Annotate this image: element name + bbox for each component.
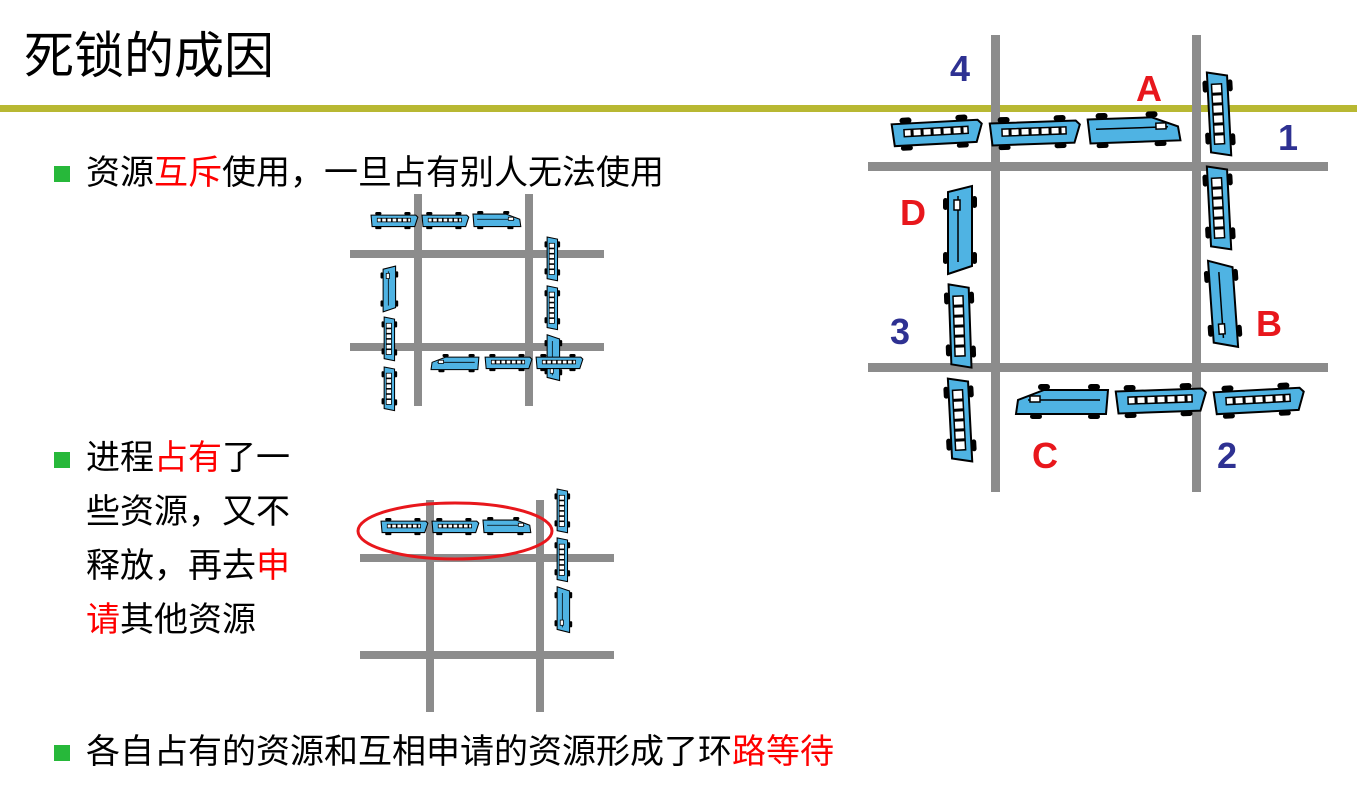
bullet-2-line-4: 请其他资源 xyxy=(86,593,346,647)
intersection-label-4: 4 xyxy=(950,48,970,89)
bullet-1-seg-1: 资源 xyxy=(86,153,154,193)
text-span: 进程 xyxy=(86,438,154,478)
bullet-2-line-2: 些资源，又不 xyxy=(86,485,346,539)
text-span: 请 xyxy=(86,600,120,640)
bullet-2-line-3: 释放，再去申 xyxy=(86,539,346,593)
bullet-marker xyxy=(54,166,70,182)
intersection-label-3: 3 xyxy=(890,311,910,352)
mutex-diagram xyxy=(350,194,604,412)
bullet-marker xyxy=(54,452,70,468)
train xyxy=(379,265,399,412)
hold-and-wait-diagram xyxy=(356,488,614,712)
train xyxy=(370,210,522,230)
bullet-marker xyxy=(54,745,70,761)
text-span: 些资源，又不 xyxy=(86,492,290,532)
train-d xyxy=(941,185,979,465)
roads xyxy=(868,35,1328,492)
train-label-b: B xyxy=(1256,303,1282,344)
deadlock-crossroads-diagram: A B C D 1 2 3 4 xyxy=(868,35,1328,492)
slide-title: 死锁的成因 xyxy=(24,27,274,85)
train xyxy=(380,516,532,536)
bullet-2: 进程占有了一 些资源，又不 释放，再去申 请其他资源 xyxy=(86,431,346,647)
text-span: 了一 xyxy=(222,438,290,478)
held-resource-highlight xyxy=(356,501,554,561)
bullet-1: 资源互斥使用，一旦占有别人无法使用 xyxy=(86,150,664,196)
train-a xyxy=(889,109,1182,153)
title-underline xyxy=(0,105,1357,112)
train-c xyxy=(1015,380,1307,421)
bullet-1-seg-3: 使用，一旦占有别人无法使用 xyxy=(222,153,664,193)
train-b xyxy=(1200,69,1245,350)
intersection-label-1: 1 xyxy=(1278,117,1298,158)
train-label-d: D xyxy=(900,192,926,233)
bullet-3-seg-2: 路等待 xyxy=(732,732,834,772)
text-span: 占有 xyxy=(154,438,222,478)
bullet-2-line-1: 进程占有了一 xyxy=(86,431,346,485)
intersection-label-2: 2 xyxy=(1217,435,1237,476)
text-span: 释放，再去 xyxy=(86,546,256,586)
train-label-a: A xyxy=(1136,68,1162,109)
bullet-3: 各自占有的资源和互相申请的资源形成了环路等待 xyxy=(86,729,834,775)
text-span: 申 xyxy=(256,546,290,586)
train-label-c: C xyxy=(1032,435,1058,476)
roads xyxy=(350,194,604,406)
text-span: 其他资源 xyxy=(120,600,256,640)
bullet-3-seg-1: 各自占有的资源和互相申请的资源形成了环 xyxy=(86,732,732,772)
bullet-1-seg-2: 互斥 xyxy=(154,153,222,193)
